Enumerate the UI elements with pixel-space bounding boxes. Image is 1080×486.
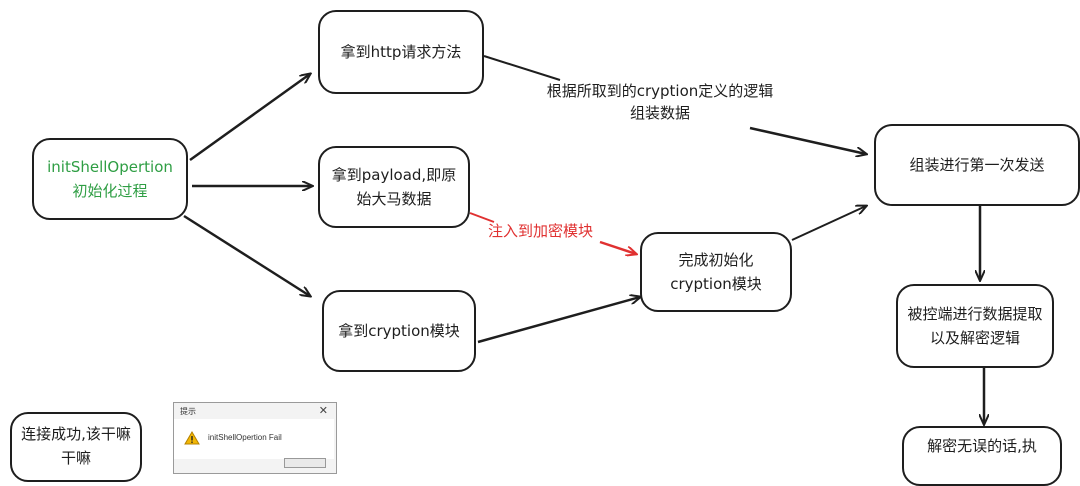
dialog-message: initShellOpertion Fail: [208, 433, 282, 442]
node-http-text: 拿到http请求方法: [340, 43, 462, 61]
edge-init-cryption-to-send: [791, 206, 866, 241]
edge-payload-inject-1: [469, 212, 495, 223]
node-cryption-get: 拿到cryption模块: [322, 290, 476, 372]
edge-init-to-http: [189, 74, 310, 162]
node-decrypt-ok: 解密无误的话,执: [902, 426, 1062, 486]
label-inject: 注入到加密模块: [488, 222, 594, 240]
node-connect-ok: 连接成功,该干嘛干嘛: [10, 412, 142, 482]
close-icon[interactable]: ✕: [318, 405, 328, 417]
edge-payload-inject-2: [599, 240, 636, 254]
node-decrypt-ok-text: 解密无误的话,执: [927, 437, 1037, 455]
dialog-body: initShellOpertion Fail: [174, 419, 334, 459]
node-init-text: initShellOpertion初始化过程: [47, 158, 173, 200]
node-send: 组装进行第一次发送: [874, 124, 1080, 206]
warning-icon: [184, 431, 200, 445]
node-payload-text: 拿到payload,即原始大马数据: [331, 166, 457, 208]
label-assemble-logic: 根据所取到的cryption定义的逻辑组装数据: [546, 82, 774, 122]
node-connect-ok-text: 连接成功,该干嘛干嘛: [21, 425, 131, 467]
edge-cryption-to-init: [477, 297, 640, 344]
node-payload: 拿到payload,即原始大马数据: [318, 146, 470, 228]
node-http: 拿到http请求方法: [318, 10, 484, 94]
node-controlled-text: 被控端进行数据提取以及解密逻辑: [907, 305, 1043, 347]
node-send-text: 组装进行第一次发送: [909, 156, 1045, 174]
edge-http-to-send-2: [749, 126, 866, 154]
dialog-title: 提示: [180, 407, 196, 416]
flow-edges: [183, 55, 1080, 460]
edge-init-to-cryption: [183, 214, 310, 296]
node-controlled: 被控端进行数据提取以及解密逻辑: [896, 284, 1054, 368]
error-dialog: 提示 ✕ initShellOpertion Fail: [173, 402, 337, 474]
node-cryption-get-text: 拿到cryption模块: [338, 322, 460, 340]
node-cryption-init-text: 完成初始化cryption模块: [670, 251, 762, 293]
node-cryption-init: 完成初始化cryption模块: [640, 232, 792, 312]
edge-http-to-send: [483, 55, 561, 81]
node-init: initShellOpertion初始化过程: [32, 138, 188, 220]
